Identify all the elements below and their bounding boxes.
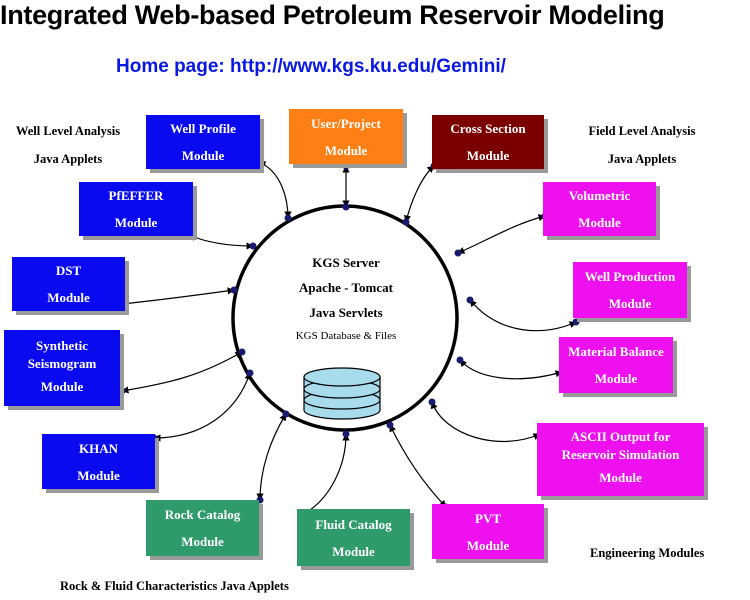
- rock-catalog-module[interactable]: Rock Catalog Module: [146, 500, 259, 556]
- material-balance-title: Material Balance: [568, 344, 664, 359]
- rock-fluid-label: Rock & Fluid Characteristics Java Applet…: [60, 579, 289, 593]
- pfeffer-module[interactable]: PfEFFER Module: [79, 182, 193, 236]
- pfeffer-title: PfEFFER: [108, 188, 164, 203]
- pvt-module[interactable]: PVT Module: [432, 504, 544, 559]
- material-balance-module[interactable]: Material Balance Module: [559, 337, 673, 393]
- user-project-subtitle: Module: [324, 142, 368, 158]
- well-level-title: Well Level Analysis: [15, 124, 121, 138]
- rock-catalog-title: Rock Catalog: [164, 507, 241, 522]
- connector-arrows: [121, 161, 577, 516]
- well-level-label: Well Level Analysis Java Applets: [4, 117, 132, 173]
- connector-khan: [153, 372, 252, 442]
- cross-section-subtitle: Module: [466, 148, 510, 163]
- connector-pvt: [389, 424, 447, 508]
- home-page-link[interactable]: Home page: http://www.kgs.ku.edu/Gemini/: [116, 56, 506, 77]
- user-project-title: User/Project: [311, 115, 381, 131]
- dst-module[interactable]: DST Module: [12, 257, 125, 311]
- volumetric-title: Volumetric: [568, 188, 631, 203]
- cross-section-title: Cross Section: [450, 121, 526, 136]
- dst-title: DST: [55, 263, 82, 278]
- field-level-label: Field Level Analysis Java Applets: [576, 117, 708, 173]
- fluid-catalog-title: Fluid Catalog: [315, 516, 392, 532]
- page-title: Integrated Web-based Petroleum Reservoir…: [0, 0, 665, 30]
- synthetic-seismogram-module[interactable]: Synthetic Seismogram Module: [4, 330, 120, 406]
- synthetic-seismogram-subtitle: Module: [40, 378, 84, 394]
- connector-cross-section: [403, 165, 435, 223]
- synthetic-title: Synthetic: [36, 337, 88, 353]
- ascii-output-module[interactable]: ASCII Output for Reservoir Simulation Mo…: [537, 423, 704, 496]
- well-production-module[interactable]: Well Production Module: [573, 262, 687, 318]
- connector-fluid-catalog: [301, 433, 350, 516]
- rock-catalog-subtitle: Module: [181, 534, 224, 549]
- connector-pfeffer: [188, 234, 254, 250]
- well-profile-subtitle: Module: [181, 148, 225, 163]
- volumetric-module[interactable]: Volumetric Module: [543, 182, 656, 236]
- fluid-catalog-module[interactable]: Fluid Catalog Module: [297, 509, 410, 566]
- server-software: Apache - Tomcat: [299, 280, 393, 295]
- well-profile-title: Well Profile: [170, 121, 236, 136]
- seismogram-title: Seismogram: [27, 355, 97, 371]
- connector-synthetic-seismogram: [121, 351, 243, 394]
- connector-ascii-output: [430, 401, 541, 442]
- connector-rock-catalog: [256, 413, 287, 501]
- server-servlets: Java Servlets: [309, 305, 383, 320]
- pvt-title: PVT: [475, 510, 501, 526]
- ascii-output-subtitle: Module: [599, 470, 642, 485]
- pvt-subtitle: Module: [466, 537, 510, 553]
- khan-module[interactable]: KHAN Module: [42, 434, 155, 489]
- connector-well-production: [469, 299, 577, 332]
- connector-well-profile: [258, 161, 292, 219]
- connector-material-balance: [459, 359, 563, 380]
- khan-title: KHAN: [79, 440, 118, 456]
- well-production-title: Well Production: [584, 269, 676, 284]
- well-profile-module[interactable]: Well Profile Module: [146, 115, 260, 169]
- ascii-output-title: ASCII Output for: [570, 429, 671, 444]
- connector-dst: [121, 287, 235, 307]
- user-project-module[interactable]: User/Project Module: [289, 109, 403, 164]
- dst-subtitle: Module: [47, 290, 90, 305]
- well-level-subtitle: Java Applets: [33, 152, 103, 166]
- engineering-modules-label: Engineering Modules: [590, 546, 705, 560]
- fluid-catalog-subtitle: Module: [332, 543, 375, 559]
- field-level-title: Field Level Analysis: [588, 124, 696, 138]
- server-database: KGS Database & Files: [295, 330, 397, 342]
- field-level-subtitle: Java Applets: [607, 152, 677, 166]
- reservoir-simulation-title: Reservoir Simulation: [561, 447, 680, 462]
- database-cylinder-icon: [303, 367, 381, 420]
- connector-volumetric: [457, 214, 546, 254]
- pfeffer-subtitle: Module: [114, 215, 158, 230]
- cross-section-module[interactable]: Cross Section Module: [432, 115, 544, 169]
- well-production-subtitle: Module: [608, 296, 652, 311]
- server-name: KGS Server: [312, 255, 380, 270]
- volumetric-subtitle: Module: [578, 215, 621, 230]
- material-balance-subtitle: Module: [594, 371, 638, 386]
- khan-subtitle: Module: [77, 467, 120, 483]
- kgs-server: KGS Server Apache - Tomcat Java Servlets…: [272, 250, 420, 347]
